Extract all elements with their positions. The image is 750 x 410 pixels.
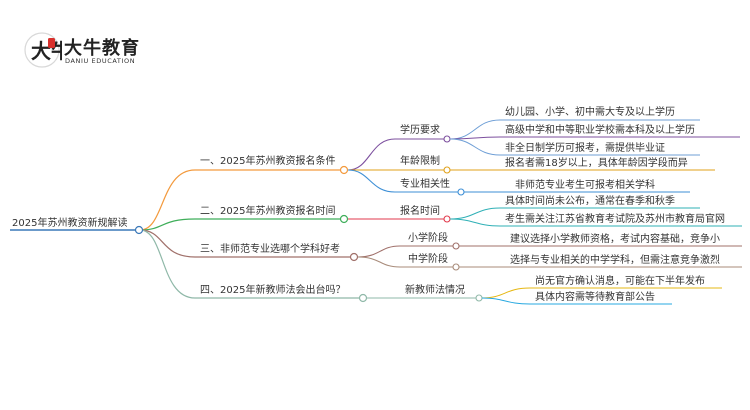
branch-handle-2[interactable]	[339, 214, 349, 224]
sub-label-xueli: 学历要求	[400, 123, 440, 136]
sub-label-baoming: 报名时间	[400, 204, 440, 217]
edge-b1-zhuanye	[347, 169, 396, 193]
leaf-node[interactable]: 考生需关注江苏省教育考试院及苏州市教育局官网	[500, 212, 742, 227]
branch-node-2[interactable]: 二、2025年苏州教资报名时间	[195, 204, 349, 224]
brand-subtitle: DANIU EDUCATION	[65, 57, 136, 65]
leaf-label: 建议选择小学教师资格，考试内容基础，竞争小	[510, 232, 720, 245]
sub-handle-zhongxue[interactable]	[452, 263, 460, 271]
edge-xueli-leaf3	[449, 138, 501, 156]
leaf-label: 非全日制学历可报考，需提供毕业证	[505, 141, 665, 154]
edge-b3-zhongxue	[357, 256, 401, 268]
sub-label-nianling: 年龄限制	[400, 154, 440, 167]
leaf-label: 选择与专业相关的中学学科，但需注意竞争激烈	[510, 253, 720, 266]
sub-handle-xinfa[interactable]	[475, 294, 483, 302]
sub-node-xiaoxue[interactable]: 小学阶段	[400, 231, 460, 250]
sub-label-zhuanye: 专业相关性	[400, 177, 450, 190]
brand-logo: 大牛 大牛教育 DANIU EDUCATION	[22, 30, 172, 74]
leaf-label: 具体时间尚未公布，通常在春季和秋季	[505, 194, 675, 207]
leaf-node[interactable]: 非全日制学历可报考，需提供毕业证	[500, 141, 700, 156]
edge-baoming-leaf1	[449, 207, 501, 220]
leaf-node[interactable]: 尚无官方确认消息，可能在下半年发布	[530, 274, 722, 289]
sub-label-zhongxue: 中学阶段	[408, 252, 448, 265]
edge-root-branch2	[139, 218, 196, 231]
sub-node-nianling[interactable]: 年龄限制	[395, 154, 451, 174]
branch-node-1[interactable]: 一、2025年苏州教资报名条件	[195, 154, 349, 175]
leaf-label: 报名者需18岁以上，具体年龄因学段而异	[505, 156, 688, 169]
leaf-node[interactable]: 高级中学和中等职业学校需本科及以上学历	[500, 123, 740, 138]
leaf-label: 幼儿园、小学、初中需大专及以上学历	[505, 105, 675, 118]
branch-handle-1[interactable]	[339, 165, 349, 175]
leaf-node[interactable]: 具体内容需等待教育部公告	[530, 290, 672, 305]
branch-label-3: 三、非师范专业选哪个学科好考	[200, 242, 340, 255]
branch-label-2: 二、2025年苏州教资报名时间	[200, 204, 335, 217]
leaf-label: 非师范专业考生可报考相关学科	[515, 178, 655, 191]
sub-node-baoming[interactable]: 报名时间	[395, 204, 451, 223]
edge-xueli-leaf1	[449, 119, 501, 140]
leaf-node[interactable]: 具体时间尚未公布，通常在春季和秋季	[500, 194, 700, 209]
leaf-node[interactable]: 建议选择小学教师资格，考试内容基础，竞争小	[505, 232, 742, 247]
leaf-label: 考生需关注江苏省教育考试院及苏州市教育局官网	[505, 212, 725, 225]
branch-node-3[interactable]: 三、非师范专业选哪个学科好考	[195, 242, 359, 262]
branch-handle-4[interactable]	[358, 293, 368, 303]
leaf-label: 具体内容需等待教育部公告	[535, 290, 655, 303]
leaf-label: 高级中学和中等职业学校需本科及以上学历	[505, 123, 695, 136]
edge-root-branch4	[139, 229, 196, 299]
sub-handle-xueli[interactable]	[443, 135, 451, 143]
edge-xinfa-leaf1	[481, 287, 531, 299]
leaf-node[interactable]: 报名者需18岁以上，具体年龄因学段而异	[500, 156, 715, 171]
root-label: 2025年苏州教资新规解读	[12, 216, 127, 229]
sub-node-zhongxue[interactable]: 中学阶段	[400, 252, 460, 271]
leaf-node[interactable]: 选择与专业相关的中学学科，但需注意竞争激烈	[505, 253, 742, 268]
root-handle[interactable]	[134, 225, 144, 235]
branch-node-4[interactable]: 四、2025年新教师法会出台吗？	[195, 283, 368, 303]
sub-node-xinfa[interactable]: 新教师法情况	[400, 283, 483, 302]
sub-node-xueli[interactable]: 学历要求	[395, 123, 451, 143]
brand-name: 大牛教育	[64, 38, 140, 59]
edge-b3-xiaoxue	[357, 245, 401, 258]
sub-handle-baoming[interactable]	[443, 215, 451, 223]
edge-xinfa-leaf2	[481, 297, 531, 305]
sub-handle-xiaoxue[interactable]	[452, 242, 460, 250]
root-node[interactable]: 2025年苏州教资新规解读	[10, 216, 144, 235]
sub-node-zhuanye[interactable]: 专业相关性	[395, 177, 465, 196]
branch-label-1: 一、2025年苏州教资报名条件	[200, 154, 335, 167]
sub-handle-zhuanye[interactable]	[457, 188, 465, 196]
sub-handle-nianling[interactable]	[443, 166, 451, 174]
edge-b1-xueli	[347, 138, 396, 171]
leaf-label: 尚无官方确认消息，可能在下半年发布	[535, 274, 705, 287]
branch-label-4: 四、2025年新教师法会出台吗？	[200, 283, 345, 296]
edge-baoming-leaf2	[449, 218, 501, 227]
edge-root-branch1	[139, 169, 196, 231]
brand-mark-char-1: 大牛	[31, 39, 62, 63]
leaf-node[interactable]: 非师范专业考生可报考相关学科	[510, 178, 690, 193]
sub-label-xiaoxue: 小学阶段	[408, 231, 448, 244]
sub-label-xinfa: 新教师法情况	[405, 283, 465, 296]
brand-mark-icon: 大牛	[24, 32, 62, 68]
leaf-node[interactable]: 幼儿园、小学、初中需大专及以上学历	[500, 105, 700, 121]
branch-handle-3[interactable]	[349, 252, 359, 262]
edge-root-branch3	[139, 229, 196, 258]
